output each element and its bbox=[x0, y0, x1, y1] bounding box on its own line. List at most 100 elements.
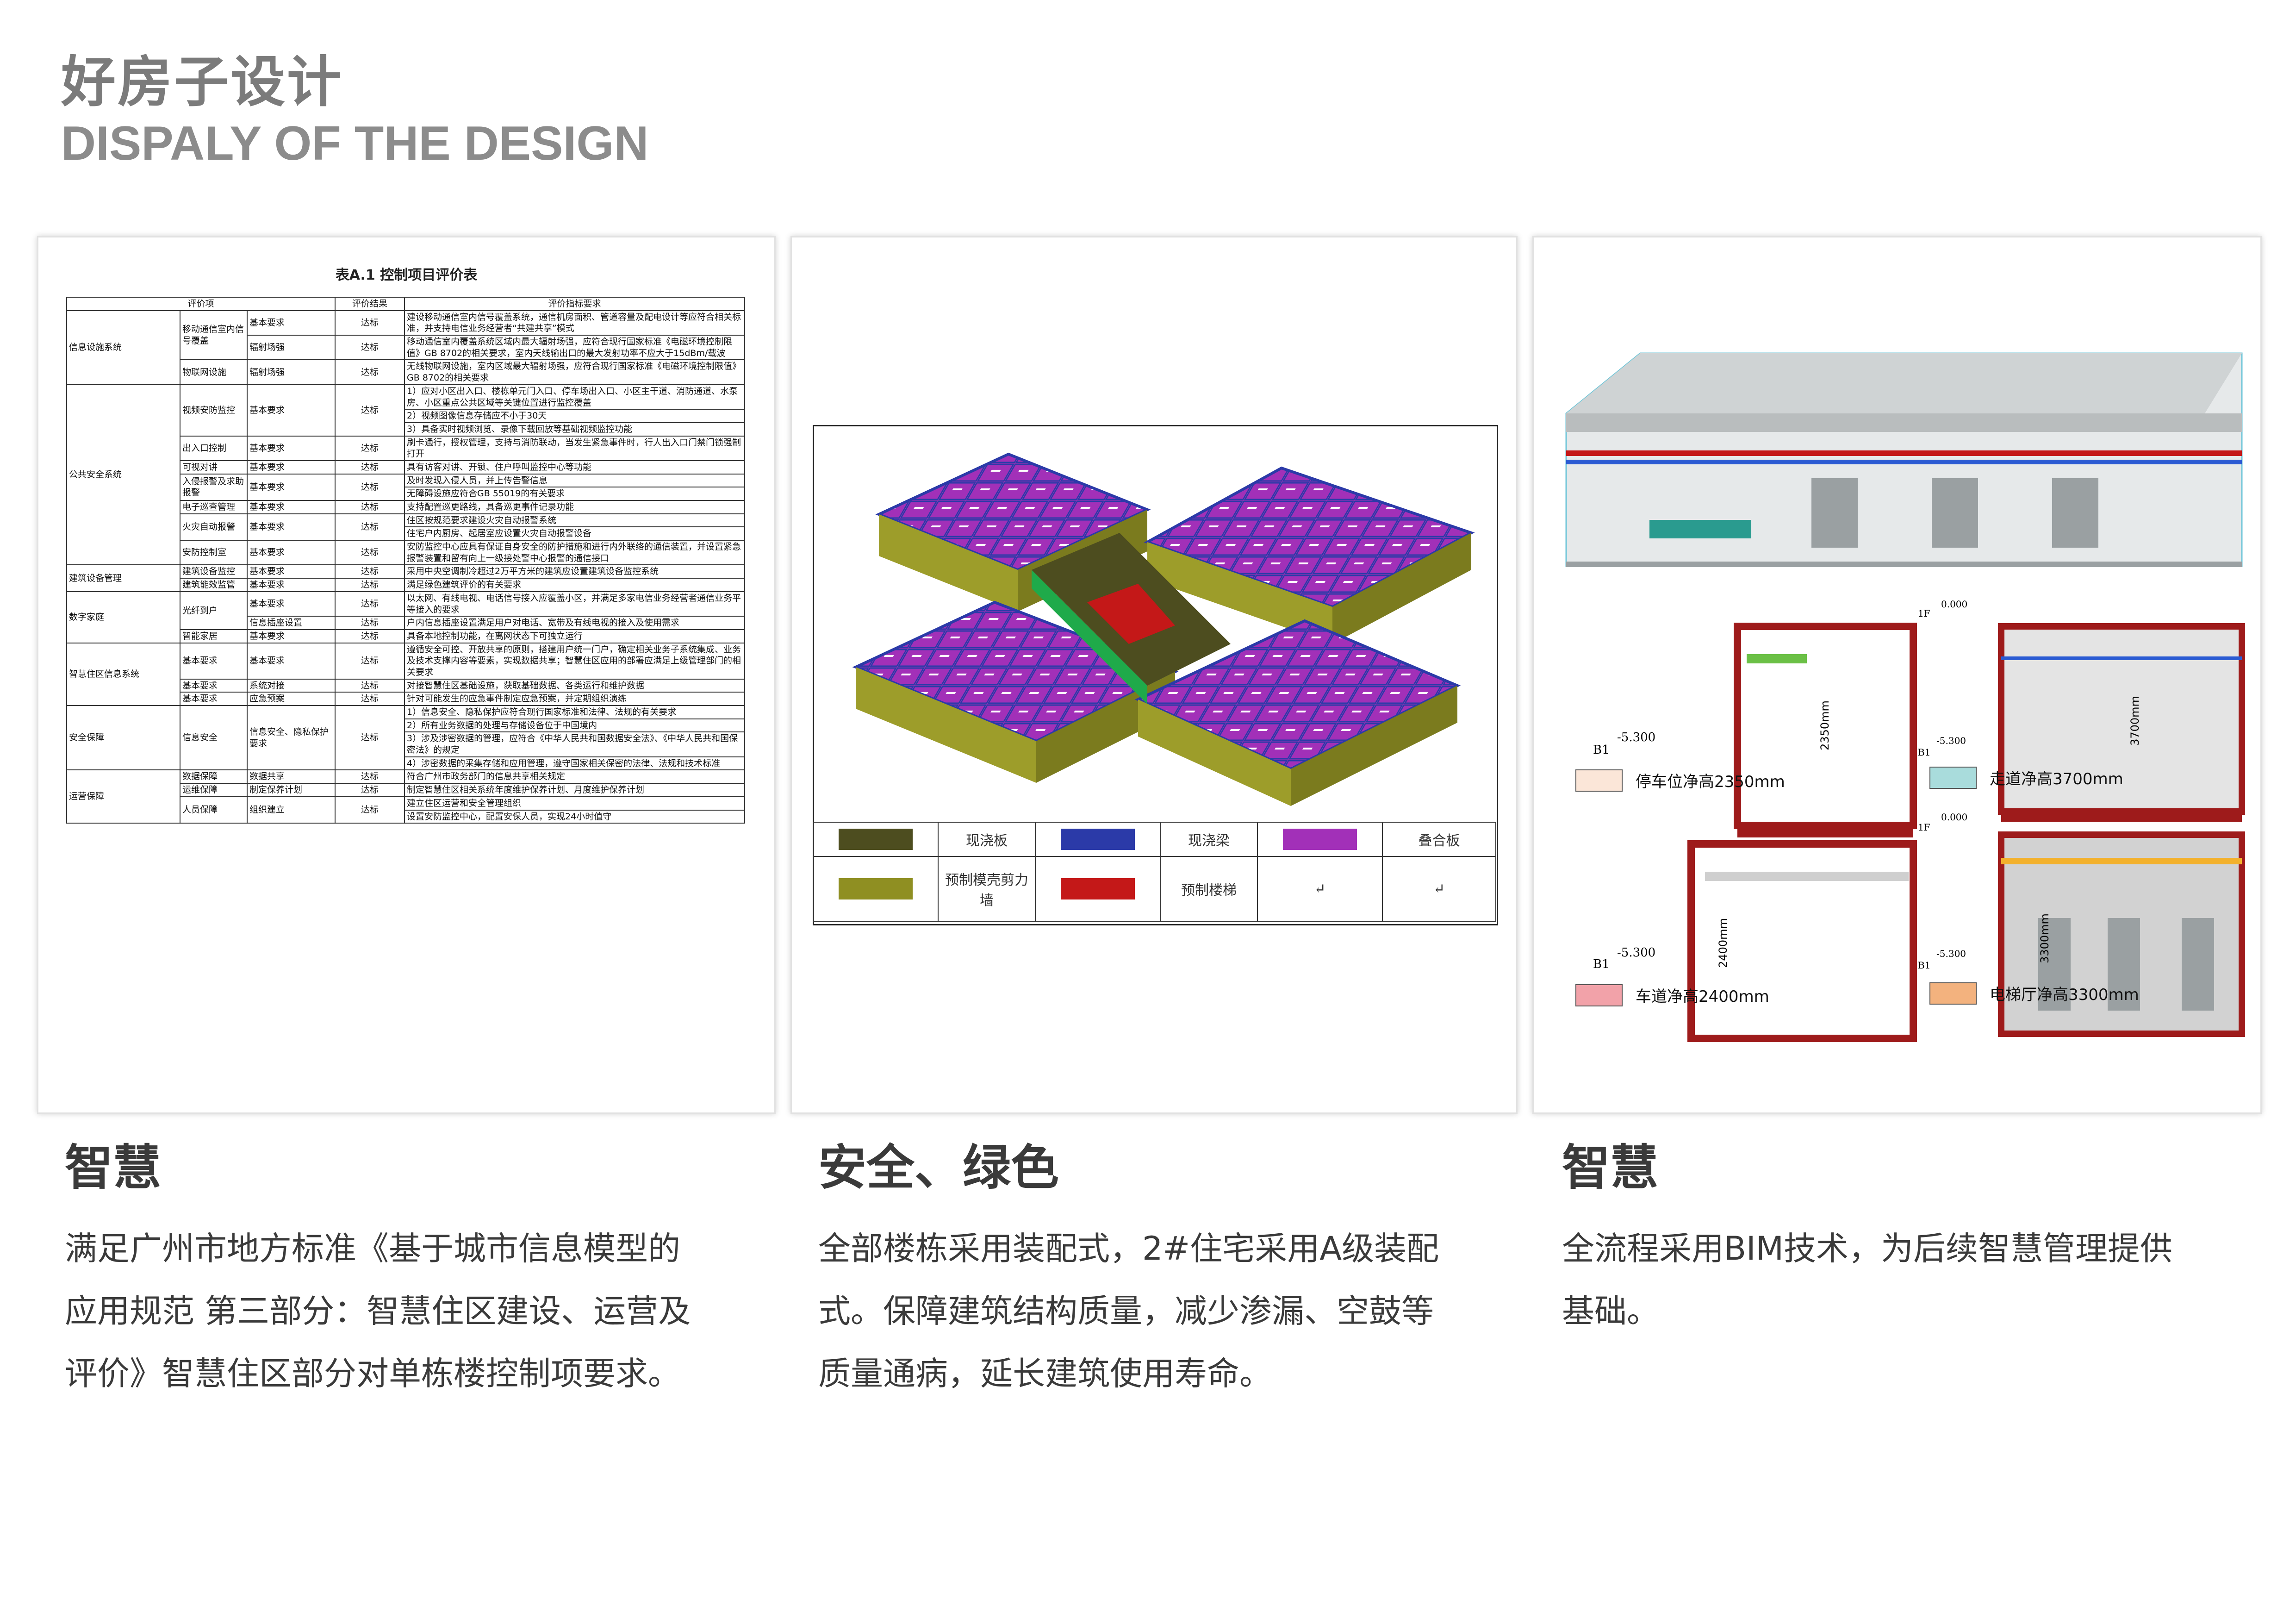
subitem-cell: 出入口控制 bbox=[180, 435, 248, 461]
section-label-text: 走道净高3700mm bbox=[1990, 770, 2123, 788]
requirement-cell: 无线物联网设施，室内区域最大辐射场强，应符合现行国家标准《电磁环境控制限值》GB… bbox=[404, 359, 746, 385]
section-label-text: 停车位净高2350mm bbox=[1636, 773, 1785, 791]
subitem-cell: 光纤到户 bbox=[180, 591, 248, 630]
caption-body: 全部楼栋采用装配式，2#住宅采用A级装配 式。保障建筑结构质量，减少渗漏、空鼓等… bbox=[818, 1218, 1540, 1405]
bim-basement-model-image bbox=[1565, 352, 2245, 1042]
requirement-cell: 住宅户内厨房、起居室应设置火灾自动报警设备 bbox=[404, 526, 746, 541]
prefab-building-model-image bbox=[852, 452, 1475, 806]
result-cell: 达标 bbox=[335, 564, 405, 579]
table-row: 可视对讲 基本要求 达标 具有访客对讲、开锁、住户呼叫监控中心等功能 bbox=[67, 460, 746, 475]
legend-swatch-precast-wall bbox=[813, 856, 939, 922]
floor-marker: 1F bbox=[1918, 822, 1930, 833]
table-row: 信息插座设置 达标 户内信息插座设置满足用户对电话、宽带及有线电视的接入及使用需… bbox=[67, 616, 746, 630]
caption-title: 智慧 bbox=[1562, 1139, 1659, 1196]
floor-marker: B1 bbox=[1918, 747, 1931, 758]
item-cell: 数据共享 bbox=[246, 769, 336, 784]
table-row: 智慧住区信息系统 基本要求 基本要求 达标 遵循安全可控、开放共享的原则，搭建用… bbox=[66, 642, 746, 706]
legend-empty-cell: ↵ bbox=[1382, 856, 1496, 922]
caption-line: 应用规范 第三部分：智慧住区建设、运营及 bbox=[65, 1292, 691, 1330]
caption-line: 全部楼栋采用装配式，2#住宅采用A级装配 bbox=[818, 1230, 1439, 1268]
floor-marker: 1F bbox=[1918, 608, 1930, 619]
category-cell: 安全保障 bbox=[66, 705, 180, 771]
category-cell: 建筑设备管理 bbox=[66, 564, 180, 592]
result-cell: 达标 bbox=[335, 616, 405, 630]
result-cell: 达标 bbox=[335, 783, 405, 797]
legend-swatch-precast-stair bbox=[1035, 856, 1161, 922]
category-cell: 信息设施系统 bbox=[66, 310, 180, 385]
result-cell: 达标 bbox=[335, 591, 405, 617]
subitem-cell: 入侵报警及求助报警 bbox=[180, 473, 248, 501]
table-row: 入侵报警及求助报警 基本要求 达标 及时发现入侵人员，并上传告警信息 bbox=[67, 473, 746, 501]
item-cell: 基本要求 bbox=[246, 591, 336, 617]
elevation-marker: 0.000 bbox=[1941, 812, 1968, 823]
table-row: 物联网设施 辐射场强 达标 无线物联网设施，室内区域最大辐射场强，应符合现行国家… bbox=[67, 359, 746, 385]
table-row: 运维保障 制定保养计划 达标 制定智慧住区相关系统年度维护保养计划、月度维护保养… bbox=[67, 783, 746, 797]
requirement-cell: 设置安防监控中心，配置安保人员，实现24小时值守 bbox=[404, 809, 746, 824]
subitem-cell: 安防控制室 bbox=[180, 540, 248, 566]
legend-label: 现浇板 bbox=[938, 821, 1036, 857]
subitem-cell: 可视对讲 bbox=[180, 460, 248, 475]
requirement-cell: 以太网、有线电视、电话信号接入应覆盖小区，并满足多家电信业务经营者通信业务平等接… bbox=[404, 591, 746, 617]
clearance-dimension: 3700mm bbox=[2128, 696, 2141, 746]
item-cell: 基本要求 bbox=[246, 460, 336, 475]
requirement-cell: 户内信息插座设置满足用户对电话、宽带及有线电视的接入及使用需求 bbox=[404, 616, 746, 630]
item-cell: 基本要求 bbox=[246, 540, 336, 566]
table-row: 出入口控制 基本要求 达标 刷卡通行，授权管理，支持与消防联动，当发生紧急事件时… bbox=[67, 435, 746, 461]
requirement-cell: 支持配置巡更路线，具备巡更事件记录功能 bbox=[404, 500, 746, 514]
elevation-marker: 0.000 bbox=[1941, 599, 1968, 610]
subitem-cell: 建筑能效监管 bbox=[180, 578, 248, 592]
table-row: 运营保障 数据保障 数据共享 达标 符合广州市政务部门的信息共享相关规定 bbox=[66, 769, 746, 824]
section-label-parking: 停车位净高2350mm bbox=[1575, 769, 1785, 792]
subitem-cell: 物联网设施 bbox=[180, 359, 248, 385]
clearance-dimension: 2350mm bbox=[1818, 700, 1831, 750]
result-cell: 达标 bbox=[335, 460, 405, 475]
section-swatch bbox=[1575, 984, 1623, 1006]
table-row: 信息设施系统 移动通信室内信号覆盖 基本要求 达标 建设移动通信室内信号覆盖系统… bbox=[66, 310, 746, 385]
requirement-cell: 建立住区运营和安全管理组织 bbox=[404, 796, 746, 811]
item-cell: 辐射场强 bbox=[246, 335, 336, 361]
caption-line: 式。保障建筑结构质量，减少渗漏、空鼓等 bbox=[818, 1292, 1434, 1330]
subitem-cell: 运维保障 bbox=[180, 783, 248, 797]
item-cell: 基本要求 bbox=[246, 435, 336, 461]
category-cell: 数字家庭 bbox=[66, 591, 180, 643]
subitem-cell: 基本要求 bbox=[180, 678, 248, 693]
item-cell: 基本要求 bbox=[246, 513, 336, 541]
page-title-en: DISPALY OF THE DESIGN bbox=[61, 117, 649, 170]
caption-line: 质量通病，延长建筑使用寿命。 bbox=[818, 1355, 1272, 1393]
section-label-elevator-hall: 电梯厅净高3300mm bbox=[1929, 982, 2139, 1005]
table-row: 2）视频图像信息存储应不小于30天 bbox=[67, 409, 746, 423]
floor-marker: B1 bbox=[1593, 957, 1610, 971]
requirement-cell: 遵循安全可控、开放共享的原则，搭建用户统一门户，确定相关业务子系统集成、业务及技… bbox=[404, 642, 746, 680]
table-row: 建筑设备管理 建筑设备监控 基本要求 达标 采用中央空调制冷超过2万平方米的建筑… bbox=[66, 564, 746, 592]
result-cell: 达标 bbox=[335, 513, 405, 541]
result-cell: 达标 bbox=[335, 642, 405, 680]
table-row: 无障碍设施应符合GB 55019的有关要求 bbox=[67, 487, 746, 501]
table-row: 安防控制室 基本要求 达标 安防监控中心应具有保证自身安全的防护措施和进行内外联… bbox=[67, 540, 746, 566]
caption-body: 全流程采用BIM技术，为后续智慧管理提供 基础。 bbox=[1562, 1218, 2284, 1343]
result-cell: 达标 bbox=[335, 359, 405, 385]
item-cell: 辐射场强 bbox=[246, 359, 336, 385]
result-cell: 达标 bbox=[335, 540, 405, 566]
table-row: 住宅户内厨房、起居室应设置火灾自动报警设备 bbox=[67, 526, 746, 541]
item-cell: 基本要求 bbox=[246, 642, 336, 680]
table-header-cell: 评价指标要求 bbox=[404, 297, 746, 311]
table-row: 3）具备实时视频浏览、录像下载回放等基础视频监控功能 bbox=[67, 422, 746, 437]
clearance-dimension: 3300mm bbox=[2038, 913, 2051, 963]
subitem-cell: 数据保障 bbox=[180, 769, 248, 784]
requirement-cell: 具有访客对讲、开锁、住户呼叫监控中心等功能 bbox=[404, 460, 746, 475]
legend-swatch-cast-slab bbox=[813, 821, 939, 857]
item-cell: 制定保养计划 bbox=[246, 783, 336, 797]
section-label-text: 车道净高2400mm bbox=[1636, 987, 1769, 1006]
requirement-cell: 移动通信室内覆盖系统区域内最大辐射场强，应符合现行国家标准《电磁环境控制限值》G… bbox=[404, 335, 746, 361]
legend-label: 叠合板 bbox=[1382, 821, 1496, 857]
subitem-cell: 基本要求 bbox=[180, 692, 248, 706]
item-cell: 基本要求 bbox=[246, 473, 336, 501]
result-cell: 达标 bbox=[335, 578, 405, 592]
prefab-model-panel: 现浇板 现浇梁 叠合板 预制模壳剪力墙 预制楼梯 ↵ ↵ bbox=[790, 236, 1518, 1114]
item-cell: 信息插座设置 bbox=[246, 616, 336, 630]
section-swatch bbox=[1929, 766, 1977, 789]
result-cell: 达标 bbox=[335, 435, 405, 461]
result-cell: 达标 bbox=[335, 473, 405, 501]
section-swatch bbox=[1929, 982, 1977, 1005]
floor-marker: B1 bbox=[1593, 743, 1610, 757]
